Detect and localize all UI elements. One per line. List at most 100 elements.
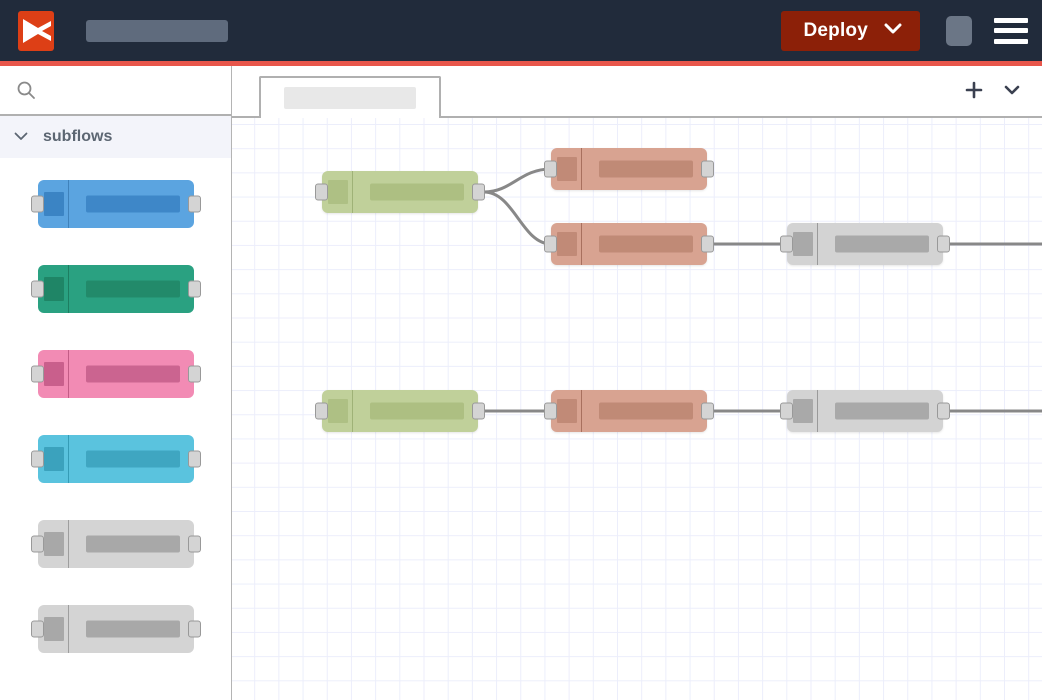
palette-node-2-icon-cell <box>38 265 69 313</box>
canvas-area <box>232 66 1042 700</box>
chevron-down-icon <box>884 23 902 38</box>
flow-tab-label-placeholder <box>284 87 416 109</box>
palette-node-3-body <box>30 350 201 398</box>
wire-green1-to-salmon2[interactable] <box>482 190 553 246</box>
palette-node-6[interactable] <box>30 605 201 653</box>
palette-node-5-input-port[interactable] <box>30 535 44 553</box>
canvas-node-salmon-1[interactable] <box>544 148 714 190</box>
canvas-node-green-1-type-icon <box>328 180 348 204</box>
canvas-node-green-1[interactable] <box>315 171 485 213</box>
canvas-node-grey-1-type-icon <box>793 232 813 256</box>
palette-node-4-body <box>30 435 201 483</box>
canvas-node-grey-1[interactable] <box>780 223 950 265</box>
canvas-node-salmon-1-type-icon <box>557 157 577 181</box>
palette-node-list <box>0 158 231 700</box>
palette-node-5-type-icon <box>43 532 64 556</box>
plus-icon[interactable] <box>964 80 984 105</box>
palette-node-6-icon-cell <box>38 605 69 653</box>
palette-node-6-output-port[interactable] <box>187 620 201 638</box>
palette-node-4-type-icon <box>43 447 64 471</box>
canvas-node-salmon-2-icon-cell <box>551 223 582 265</box>
canvas-node-green-1-output-port[interactable] <box>472 183 485 201</box>
palette-group-label: subflows <box>43 128 113 145</box>
hamburger-bar <box>994 28 1028 33</box>
palette-node-5-body <box>30 520 201 568</box>
palette-node-1-body <box>30 180 201 228</box>
deploy-button[interactable]: Deploy <box>781 10 920 51</box>
canvas-node-salmon-1-body <box>544 148 714 190</box>
palette-node-3-output-port[interactable] <box>187 365 201 383</box>
palette-node-6-input-port[interactable] <box>30 620 44 638</box>
palette-node-4-input-port[interactable] <box>30 450 44 468</box>
palette-node-4-output-port[interactable] <box>187 450 201 468</box>
canvas-node-grey-1-output-port[interactable] <box>937 235 950 253</box>
canvas-node-salmon-3-icon-cell <box>551 390 582 432</box>
canvas-node-salmon-1-output-port[interactable] <box>701 160 714 178</box>
chevron-down-icon <box>14 128 28 146</box>
hamburger-menu-icon[interactable] <box>994 17 1028 44</box>
hamburger-bar <box>994 17 1028 23</box>
user-button[interactable] <box>946 15 972 46</box>
canvas-node-green-2-type-icon <box>328 399 348 423</box>
canvas-node-grey-1-input-port[interactable] <box>780 235 793 253</box>
palette-node-2-body <box>30 265 201 313</box>
palette-node-6-label-bar <box>85 620 180 638</box>
flow-tab-1[interactable] <box>259 76 441 118</box>
canvas-node-green-2[interactable] <box>315 390 485 432</box>
canvas-node-green-2-icon-cell <box>322 390 353 432</box>
canvas-node-grey-2-input-port[interactable] <box>780 402 793 420</box>
canvas-node-grey-1-body <box>780 223 950 265</box>
canvas-node-salmon-2-label-bar <box>599 235 693 253</box>
palette-node-3-input-port[interactable] <box>30 365 44 383</box>
canvas-node-green-1-input-port[interactable] <box>315 183 328 201</box>
palette-node-5-label-bar <box>85 535 180 553</box>
canvas-node-grey-1-icon-cell <box>787 223 818 265</box>
palette-node-2[interactable] <box>30 265 201 313</box>
palette-node-1-input-port[interactable] <box>30 195 44 213</box>
palette-sidebar: subflows <box>0 66 232 700</box>
canvas-node-salmon-3-body <box>544 390 714 432</box>
palette-node-5-output-port[interactable] <box>187 535 201 553</box>
app-header: Deploy <box>0 0 1042 66</box>
palette-group-subflows[interactable]: subflows <box>0 116 231 158</box>
flow-tab-bar <box>232 66 1042 118</box>
canvas-node-salmon-3[interactable] <box>544 390 714 432</box>
canvas-node-salmon-2-input-port[interactable] <box>544 235 557 253</box>
node-red-logo-icon[interactable] <box>18 10 54 51</box>
palette-search-row[interactable] <box>0 66 231 116</box>
canvas-node-salmon-1-icon-cell <box>551 148 582 190</box>
flow-canvas[interactable] <box>232 118 1042 700</box>
canvas-node-green-2-output-port[interactable] <box>472 402 485 420</box>
palette-node-1-label-bar <box>85 195 180 213</box>
palette-node-5[interactable] <box>30 520 201 568</box>
canvas-node-grey-2-output-port[interactable] <box>937 402 950 420</box>
palette-node-1[interactable] <box>30 180 201 228</box>
palette-node-6-body <box>30 605 201 653</box>
palette-node-3[interactable] <box>30 350 201 398</box>
palette-node-2-type-icon <box>43 277 64 301</box>
palette-node-4[interactable] <box>30 435 201 483</box>
canvas-node-grey-2-icon-cell <box>787 390 818 432</box>
canvas-node-salmon-3-input-port[interactable] <box>544 402 557 420</box>
canvas-node-salmon-2[interactable] <box>544 223 714 265</box>
canvas-node-green-2-label-bar <box>370 402 464 420</box>
palette-node-4-icon-cell <box>38 435 69 483</box>
palette-node-1-output-port[interactable] <box>187 195 201 213</box>
palette-node-2-output-port[interactable] <box>187 280 201 298</box>
canvas-node-salmon-3-label-bar <box>599 402 693 420</box>
canvas-node-salmon-3-output-port[interactable] <box>701 402 714 420</box>
wire-green1-to-salmon1[interactable] <box>482 167 553 194</box>
canvas-node-grey-2[interactable] <box>780 390 950 432</box>
canvas-node-salmon-2-output-port[interactable] <box>701 235 714 253</box>
tab-bar-actions <box>964 80 1042 116</box>
hamburger-bar <box>994 38 1028 44</box>
canvas-node-salmon-1-input-port[interactable] <box>544 160 557 178</box>
palette-node-1-icon-cell <box>38 180 69 228</box>
search-icon[interactable] <box>16 80 36 100</box>
palette-node-5-icon-cell <box>38 520 69 568</box>
palette-node-2-input-port[interactable] <box>30 280 44 298</box>
canvas-node-green-2-input-port[interactable] <box>315 402 328 420</box>
chevron-down-icon[interactable] <box>1002 83 1022 102</box>
palette-node-3-icon-cell <box>38 350 69 398</box>
palette-node-6-type-icon <box>43 617 64 641</box>
